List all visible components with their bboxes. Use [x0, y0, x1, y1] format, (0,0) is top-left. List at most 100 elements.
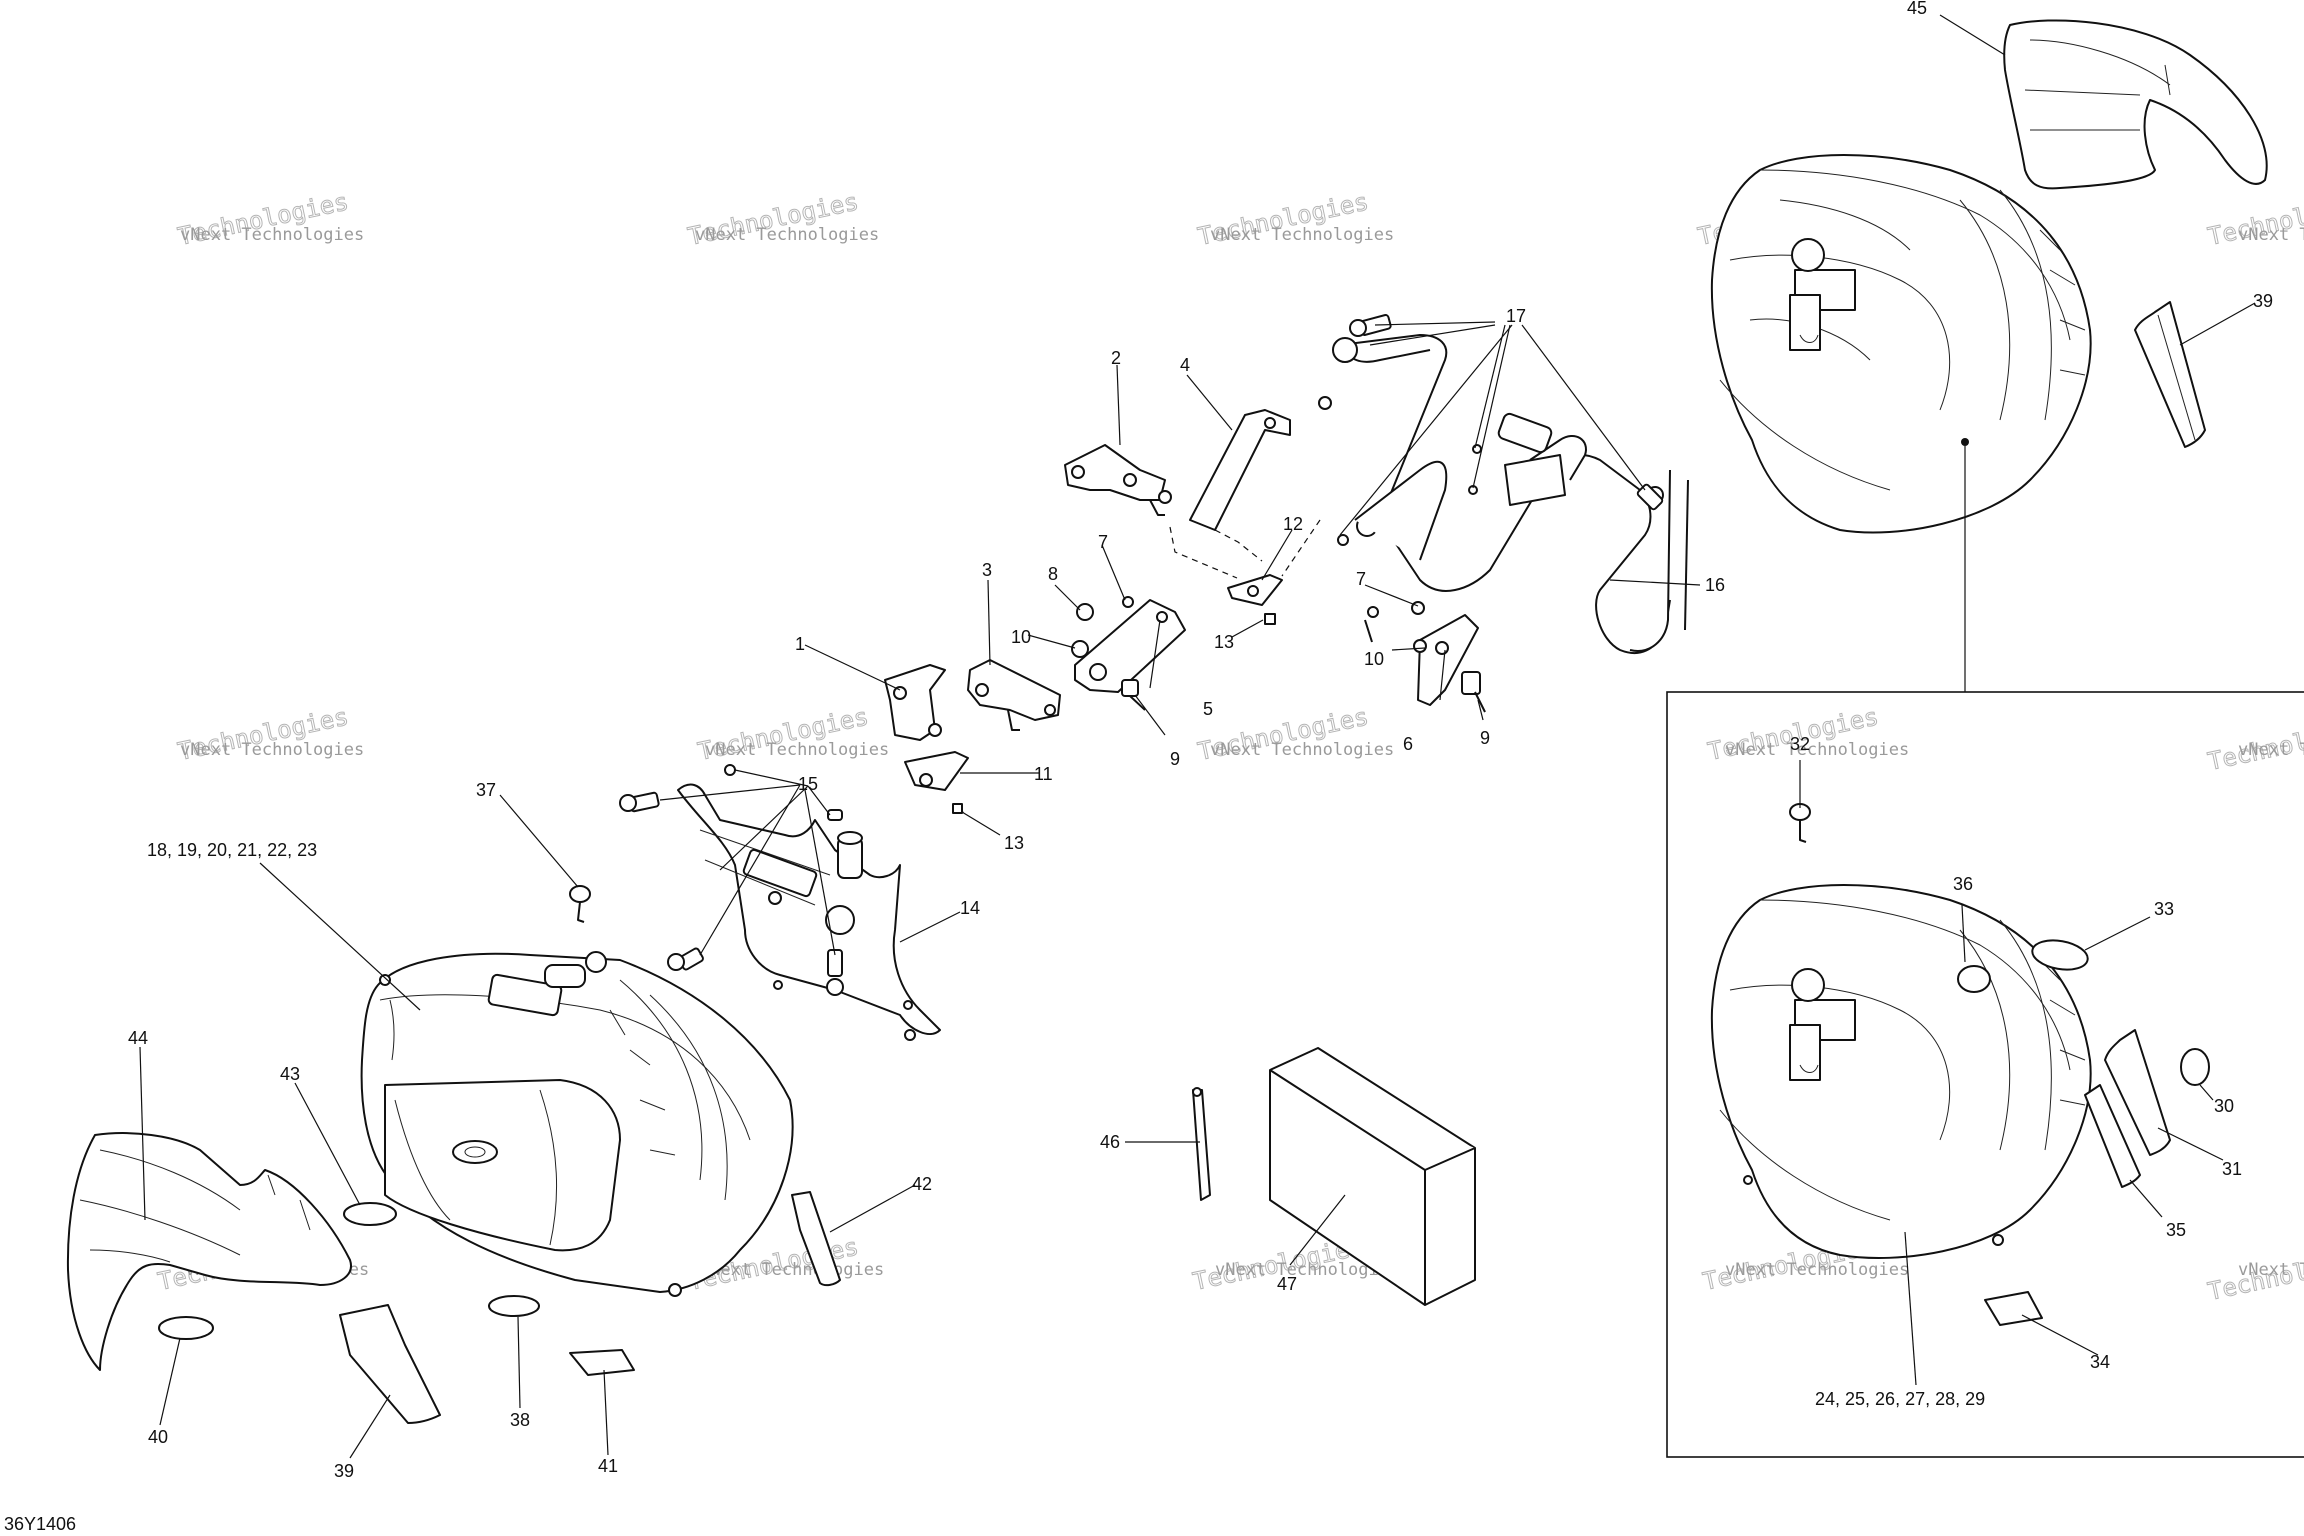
part-1-bracket	[884, 664, 946, 741]
watermark-text: vNext Technologies	[1215, 1260, 1399, 1280]
callout-12: 12	[1283, 514, 1303, 534]
callout-3: 3	[982, 560, 992, 580]
part-40-reflector	[158, 1316, 214, 1340]
part-38-pad	[488, 1295, 540, 1317]
callout-14: 14	[960, 898, 980, 918]
saddlebag-right-top	[1710, 154, 2092, 534]
watermark-text: vNext Technologies	[705, 740, 889, 760]
watermark-text: vNext Technologies	[1210, 225, 1394, 245]
watermark-text: vNext Technologies	[2238, 225, 2304, 245]
callout-31: 31	[2222, 1159, 2242, 1179]
callout-16: 16	[1705, 575, 1725, 595]
part-43-pad	[343, 1202, 397, 1226]
part-36-pad	[1957, 965, 1991, 993]
callout-7: 7	[1356, 569, 1366, 589]
callout-38: 38	[510, 1410, 530, 1430]
callout-44: 44	[128, 1028, 148, 1048]
callout-13: 13	[1004, 833, 1024, 853]
part-46-strap	[1192, 1087, 1211, 1201]
callout-5: 5	[1203, 699, 1213, 719]
part-44-cover	[66, 1132, 352, 1371]
detail-inset-frame	[1666, 691, 2304, 1458]
callout-8: 8	[1048, 564, 1058, 584]
callout-10: 10	[1364, 649, 1384, 669]
assembly-dash-line	[1281, 519, 1321, 577]
callout-4: 4	[1180, 355, 1190, 375]
part-11-clip	[904, 751, 969, 791]
callout-1: 1	[795, 634, 805, 654]
part-30-reflector	[2180, 1048, 2210, 1086]
callout-47: 47	[1277, 1274, 1297, 1294]
part-17-bolts	[1318, 314, 1664, 546]
part-3-bracket	[967, 659, 1061, 731]
part-41-label	[569, 1349, 635, 1376]
saddlebag-right-detail	[1710, 884, 2092, 1259]
callout-45: 45	[1907, 0, 1927, 18]
callout-35: 35	[2166, 1220, 2186, 1240]
watermark-text: vNext Technologies	[1725, 740, 1909, 760]
callout-7: 7	[1098, 532, 1108, 552]
callout-10: 10	[1011, 627, 1031, 647]
watermark-text: vNext Technologies	[180, 225, 364, 245]
callout-37: 37	[476, 780, 496, 800]
watermark-text: vNext Technologies	[1725, 1260, 1909, 1280]
callout-9: 9	[1480, 728, 1490, 748]
leader-lines	[139, 14, 2256, 1459]
part-4-arm	[1189, 409, 1291, 531]
callout-33: 33	[2154, 899, 2174, 919]
callout-34: 34	[2090, 1352, 2110, 1372]
callout-46: 46	[1100, 1132, 1120, 1152]
part-13-nut	[952, 613, 1276, 814]
assembly-dash-line	[1169, 526, 1238, 579]
callout-13: 13	[1214, 632, 1234, 652]
callout-2: 2	[1111, 348, 1121, 368]
part-6-bracket	[1364, 601, 1486, 713]
callout-36: 36	[1953, 874, 1973, 894]
callout-39: 39	[334, 1461, 354, 1481]
watermark-text: vNext Technologies	[695, 225, 879, 245]
callout-15: 15	[798, 774, 818, 794]
callout-39: 39	[2253, 291, 2273, 311]
part-16-right-rail	[1332, 334, 1689, 655]
part-15-bolts	[619, 764, 844, 996]
callout-11: 11	[1034, 764, 1053, 784]
watermark-text: vNext Technologies	[1210, 740, 1394, 760]
part-34-label	[1984, 1291, 2043, 1326]
part-31-reflector	[2104, 1029, 2171, 1156]
callout-17: 17	[1506, 306, 1526, 326]
part-47-box	[1269, 1047, 1476, 1306]
part-32-key	[1789, 803, 1811, 843]
callout-43: 43	[280, 1064, 300, 1084]
part-14-left-rail	[677, 783, 941, 1041]
callout-18-23: 18, 19, 20, 21, 22, 23	[147, 840, 317, 860]
saddlebag-left	[360, 951, 794, 1297]
part-45-cover	[2003, 19, 2268, 190]
assembly-dash-line	[1214, 529, 1263, 562]
part-7-screw	[1122, 596, 1134, 608]
part-12-clip	[1227, 574, 1283, 606]
reference-dot	[1961, 438, 1969, 446]
part-8-nut	[1076, 603, 1094, 621]
callout-40: 40	[148, 1427, 168, 1447]
part-5-bracket	[1074, 599, 1186, 693]
callout-32: 32	[1790, 734, 1810, 754]
callout-9: 9	[1170, 749, 1180, 769]
callout-6: 6	[1403, 734, 1413, 754]
part-33-pad	[2031, 939, 2089, 971]
callout-41: 41	[598, 1456, 618, 1476]
part-2-bracket	[1064, 444, 1172, 516]
part-42-reflector	[791, 1191, 841, 1287]
callout-30: 30	[2214, 1096, 2234, 1116]
part-10-washer	[1071, 640, 1089, 658]
callout-42: 42	[912, 1174, 932, 1194]
part-39-reflector-left	[339, 1304, 441, 1424]
watermark-text: vNext Technologies	[180, 740, 364, 760]
watermark-text: vNext Technologies	[2238, 1260, 2304, 1280]
part-39-reflector-right	[2134, 301, 2206, 448]
callouts: 45 17 39 16 2 4 12 3 8 7 7 1 10 10 13 13…	[128, 0, 2273, 1481]
part-9-bolt	[1121, 679, 1146, 711]
part-37-key	[569, 885, 591, 923]
callout-24-29: 24, 25, 26, 27, 28, 29	[1815, 1389, 1985, 1409]
watermark-text: vNext Technologies	[2238, 740, 2304, 760]
